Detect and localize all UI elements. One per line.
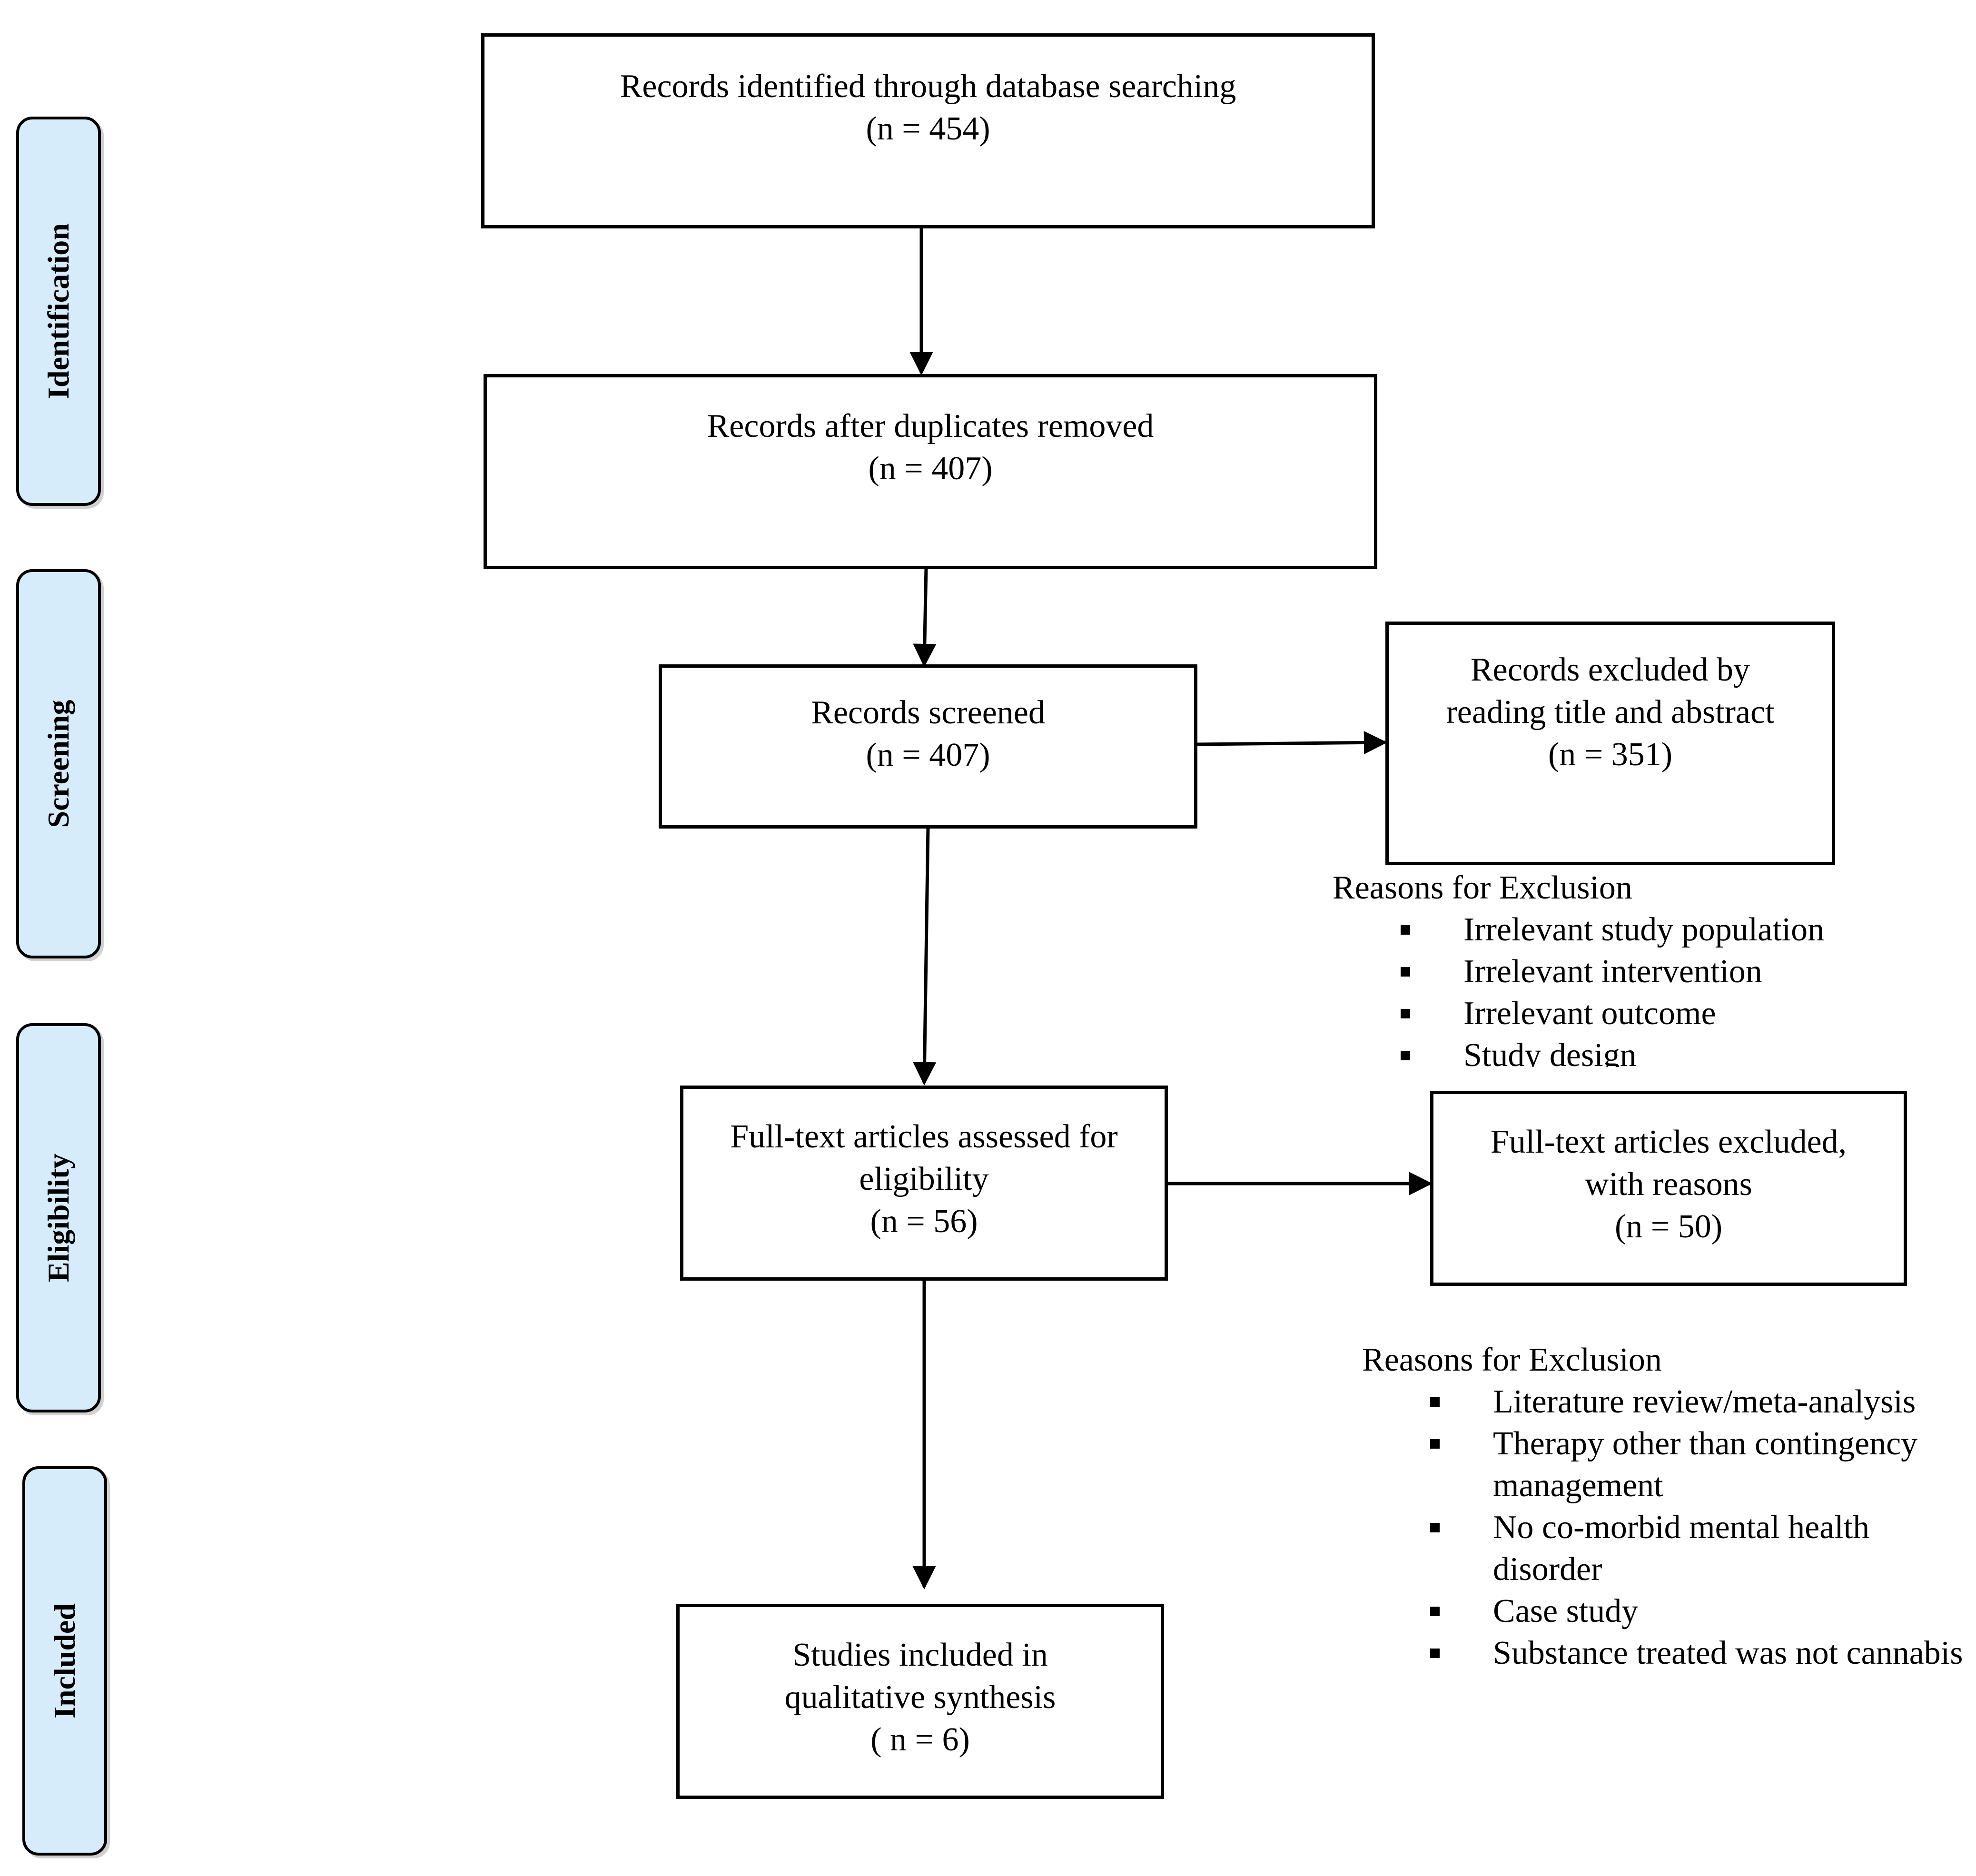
box-records-deduplicated: Records after duplicates removed (n = 40… xyxy=(484,374,1377,569)
bullet-icon xyxy=(1401,1009,1410,1018)
bullet-icon xyxy=(1401,1051,1410,1060)
bullet-icon xyxy=(1430,1649,1440,1658)
box-records-identified: Records identified through database sear… xyxy=(481,33,1375,228)
box-line: reading title and abstract xyxy=(1446,694,1775,731)
box-line: Records screened xyxy=(811,694,1045,731)
stage-label: Identification xyxy=(41,223,75,399)
box-line: eligibility xyxy=(859,1161,989,1197)
reasons-list: Literature review/meta-analysis Therapy … xyxy=(1362,1381,1974,1674)
reason-item: Therapy other than contingency managemen… xyxy=(1362,1423,1974,1507)
stage-eligibility: Eligibility xyxy=(16,1023,101,1412)
box-full-text-assessed: Full-text articles assessed for eligibil… xyxy=(680,1086,1168,1281)
box-line: (n = 407) xyxy=(868,450,993,487)
box-line: Records identified through database sear… xyxy=(620,68,1236,105)
reason-text: Irrelevant intervention xyxy=(1463,953,1762,990)
reason-item: Irrelevant study population xyxy=(1333,909,1951,951)
box-studies-included: Studies included in qualitative synthesi… xyxy=(676,1604,1164,1799)
box-line: ( n = 6) xyxy=(870,1721,970,1758)
bullet-icon xyxy=(1430,1607,1440,1616)
reason-item: Case study xyxy=(1362,1590,1974,1632)
stage-screening: Screening xyxy=(16,569,101,958)
reason-item: Irrelevant intervention xyxy=(1333,951,1951,993)
stage-label: Eligibility xyxy=(41,1153,75,1283)
stage-included: Included xyxy=(22,1466,107,1856)
reason-item: Substance treated was not cannabis xyxy=(1362,1632,1974,1674)
reason-text: Study design xyxy=(1463,1037,1637,1067)
box-records-screened: Records screened (n = 407) xyxy=(659,664,1197,829)
box-line: qualitative synthesis xyxy=(784,1679,1056,1716)
arrow-screened-to-excluded xyxy=(1196,731,1387,754)
arrow-deduplicated-to-screened xyxy=(913,567,937,667)
box-line: Records after duplicates removed xyxy=(707,408,1154,444)
box-line: Full-text articles assessed for xyxy=(730,1118,1118,1155)
reason-text: Substance treated was not cannabis xyxy=(1493,1635,1963,1671)
reason-text: Irrelevant study population xyxy=(1463,911,1825,948)
stage-identification: Identification xyxy=(16,117,101,506)
box-line: (n = 50) xyxy=(1614,1208,1723,1245)
reason-item: Literature review/meta-analysis xyxy=(1362,1381,1974,1423)
reason-text: No co-morbid mental health disorder xyxy=(1493,1509,1870,1588)
eligibility-exclusion-reasons: Reasons for Exclusion Literature review/… xyxy=(1362,1339,1974,1674)
box-line: (n = 351) xyxy=(1548,736,1673,773)
reason-text: Case study xyxy=(1493,1593,1639,1629)
reason-item: Study design xyxy=(1333,1035,1951,1067)
arrow-screened-to-full-text xyxy=(913,827,937,1086)
stage-label: Screening xyxy=(41,700,75,828)
box-line: Full-text articles excluded, xyxy=(1490,1124,1847,1160)
box-records-excluded-title-abstract: Records excluded by reading title and ab… xyxy=(1385,622,1835,865)
reasons-title: Reasons for Exclusion xyxy=(1362,1342,1662,1378)
reason-item: No co-morbid mental health disorder xyxy=(1362,1507,1974,1590)
box-line: (n = 454) xyxy=(866,110,990,147)
reason-text: Literature review/meta-analysis xyxy=(1493,1383,1916,1420)
bullet-icon xyxy=(1430,1397,1440,1407)
box-line: (n = 407) xyxy=(866,737,990,773)
box-line: with reasons xyxy=(1585,1166,1752,1203)
reasons-list: Irrelevant study population Irrelevant i… xyxy=(1333,909,1951,1067)
bullet-icon xyxy=(1401,967,1410,977)
screening-exclusion-reasons: Reasons for Exclusion Irrelevant study p… xyxy=(1333,867,1951,1067)
stage-label: Included xyxy=(48,1603,81,1718)
bullet-icon xyxy=(1401,925,1410,935)
box-line: (n = 56) xyxy=(870,1203,978,1240)
reasons-title: Reasons for Exclusion xyxy=(1333,869,1632,906)
bullet-icon xyxy=(1430,1439,1440,1449)
reason-text: Irrelevant outcome xyxy=(1463,995,1716,1032)
box-line: Studies included in xyxy=(792,1637,1048,1673)
reason-item: Irrelevant outcome xyxy=(1333,993,1951,1035)
box-full-text-excluded: Full-text articles excluded, with reason… xyxy=(1430,1091,1907,1286)
reason-text: Therapy other than contingency managemen… xyxy=(1493,1425,1918,1504)
box-line: Records excluded by xyxy=(1470,652,1750,688)
bullet-icon xyxy=(1430,1523,1440,1532)
